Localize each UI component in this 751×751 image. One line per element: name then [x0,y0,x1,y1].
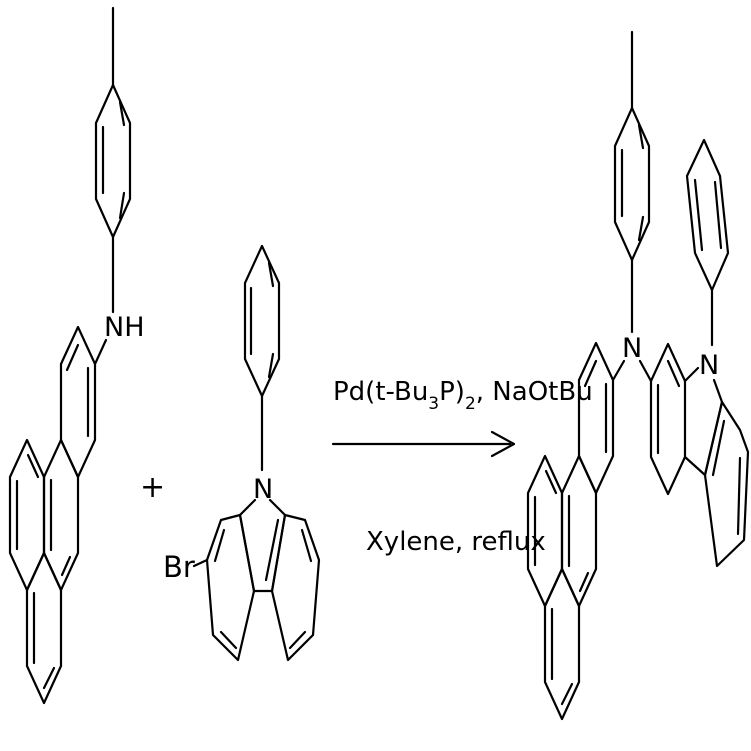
phenanthrene-ring-a [61,327,95,477]
reactant-1-nh-label: NH [104,312,145,343]
phenanthrene-ring-b [44,440,78,590]
product-phenanthrene-ring-b [562,456,596,606]
product-tolyl-ring [615,108,649,260]
reactant-2-br-label: Br [163,550,195,584]
product-carbazole-left-ring [651,344,685,494]
product-carbazole-right-ring [705,402,748,566]
reactant-2-n-label: N [253,474,273,505]
reagent-pd: Pd(t-Bu [333,377,428,407]
carbazole-left-ring [207,515,254,660]
carbazole-right-ring [272,515,319,660]
phenanthrene-ring-c [27,553,61,703]
reaction-conditions: Pd(t-Bu3P)2, NaOtBu Xylene, reflux [333,377,593,557]
reagent-sub-2: 2 [465,394,476,414]
product-phenanthrene-ring-c [545,569,579,719]
product-phenanthrene-ring-a [579,343,613,493]
solvent-line: Xylene, reflux [366,527,546,557]
product-carbazole-n-label: N [699,350,719,381]
product-amine-n-label: N [622,333,642,364]
reagent-line: Pd(t-Bu3P)2, NaOtBu [333,377,593,414]
phenanthrene-ring-d [10,440,44,590]
reagent-p: P) [439,377,465,407]
tolyl-ring [96,85,130,237]
reagent-sub-3: 3 [428,394,439,414]
reagent-rest: , NaOtBu [476,377,593,407]
plus-sign: + [140,470,165,505]
reactant-2-structure [194,246,319,660]
product-n-phenyl-ring [687,140,728,290]
reactant-1-structure [10,8,130,703]
